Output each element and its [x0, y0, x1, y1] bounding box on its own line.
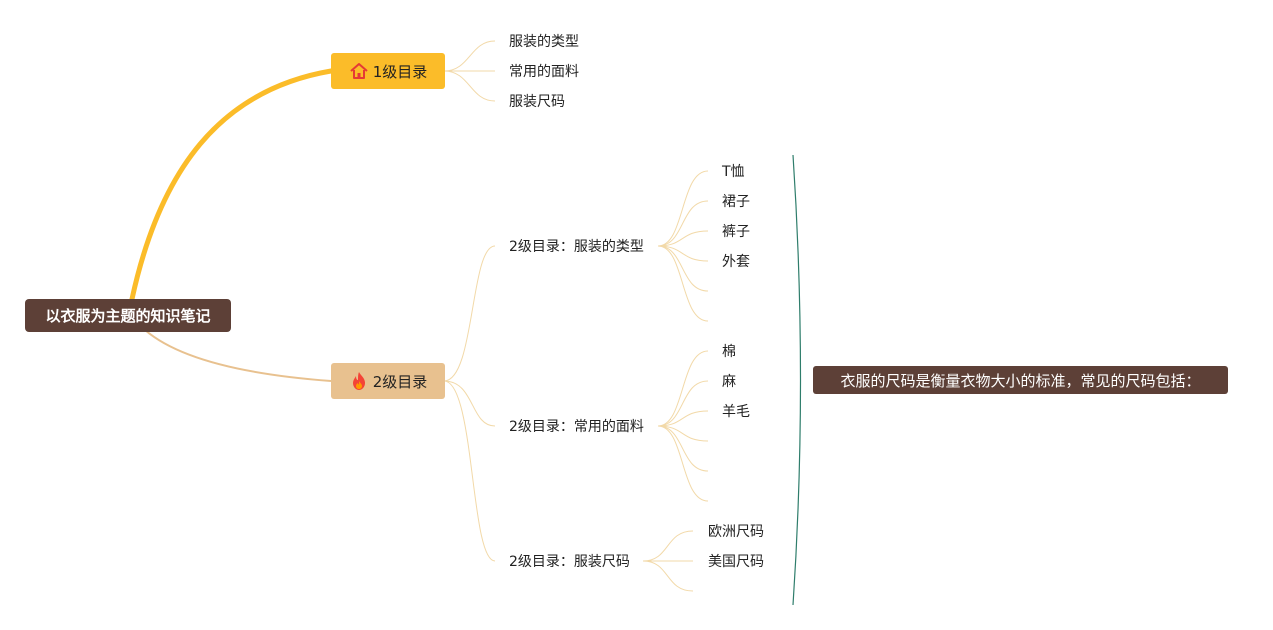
summary-note[interactable]: 衣服的尺码是衡量衣物大小的标准，常见的尺码包括： [813, 366, 1228, 394]
house-icon [350, 63, 368, 79]
leaf-node[interactable]: 裤子 [722, 221, 750, 241]
level1-child[interactable]: 服装尺码 [509, 91, 565, 111]
root-node-label: 以衣服为主题的知识笔记 [45, 307, 211, 325]
leaf-label: 欧洲尺码 [708, 524, 764, 540]
level2-node-label: 2级目录 [372, 372, 428, 391]
subgroup-label: 2级目录：服装的类型 [509, 239, 644, 255]
leaf-node[interactable]: 麻 [722, 371, 736, 391]
leaf-label: 裙子 [722, 194, 750, 210]
subgroup-label: 2级目录：服装尺码 [509, 554, 630, 570]
flame-icon [352, 372, 365, 390]
level1-child-label: 服装尺码 [509, 94, 565, 110]
level1-node[interactable]: 1级目录 [331, 53, 445, 89]
summary-note-label: 衣服的尺码是衡量衣物大小的标准，常见的尺码包括： [840, 371, 1201, 390]
leaf-label: T恤 [722, 164, 745, 180]
leaf-node[interactable]: 欧洲尺码 [708, 521, 764, 541]
subgroup-node[interactable]: 2级目录：常用的面料 [509, 416, 644, 436]
leaf-label: 裤子 [722, 224, 750, 240]
leaf-label: 麻 [722, 374, 736, 390]
level1-child-label: 服装的类型 [509, 34, 579, 50]
level2-node[interactable]: 2级目录 [331, 363, 445, 399]
subgroup-node[interactable]: 2级目录：服装的类型 [509, 236, 644, 256]
level1-node-label: 1级目录 [372, 62, 428, 81]
subgroup-label: 2级目录：常用的面料 [509, 419, 644, 435]
leaf-node[interactable]: 棉 [722, 341, 736, 361]
leaf-node[interactable]: 美国尺码 [708, 551, 764, 571]
subgroup-node[interactable]: 2级目录：服装尺码 [509, 551, 630, 571]
leaf-label: 美国尺码 [708, 554, 764, 570]
leaf-label: 棉 [722, 344, 736, 360]
root-node[interactable]: 以衣服为主题的知识笔记 [25, 299, 231, 332]
level1-child[interactable]: 服装的类型 [509, 31, 579, 51]
leaf-node[interactable]: 羊毛 [722, 401, 750, 421]
leaf-label: 羊毛 [722, 404, 750, 420]
leaf-label: 外套 [722, 254, 750, 270]
leaf-node[interactable]: T恤 [722, 161, 745, 181]
leaf-node[interactable]: 裙子 [722, 191, 750, 211]
leaf-node[interactable]: 外套 [722, 251, 750, 271]
level1-child[interactable]: 常用的面料 [509, 61, 579, 81]
level1-child-label: 常用的面料 [509, 64, 579, 80]
